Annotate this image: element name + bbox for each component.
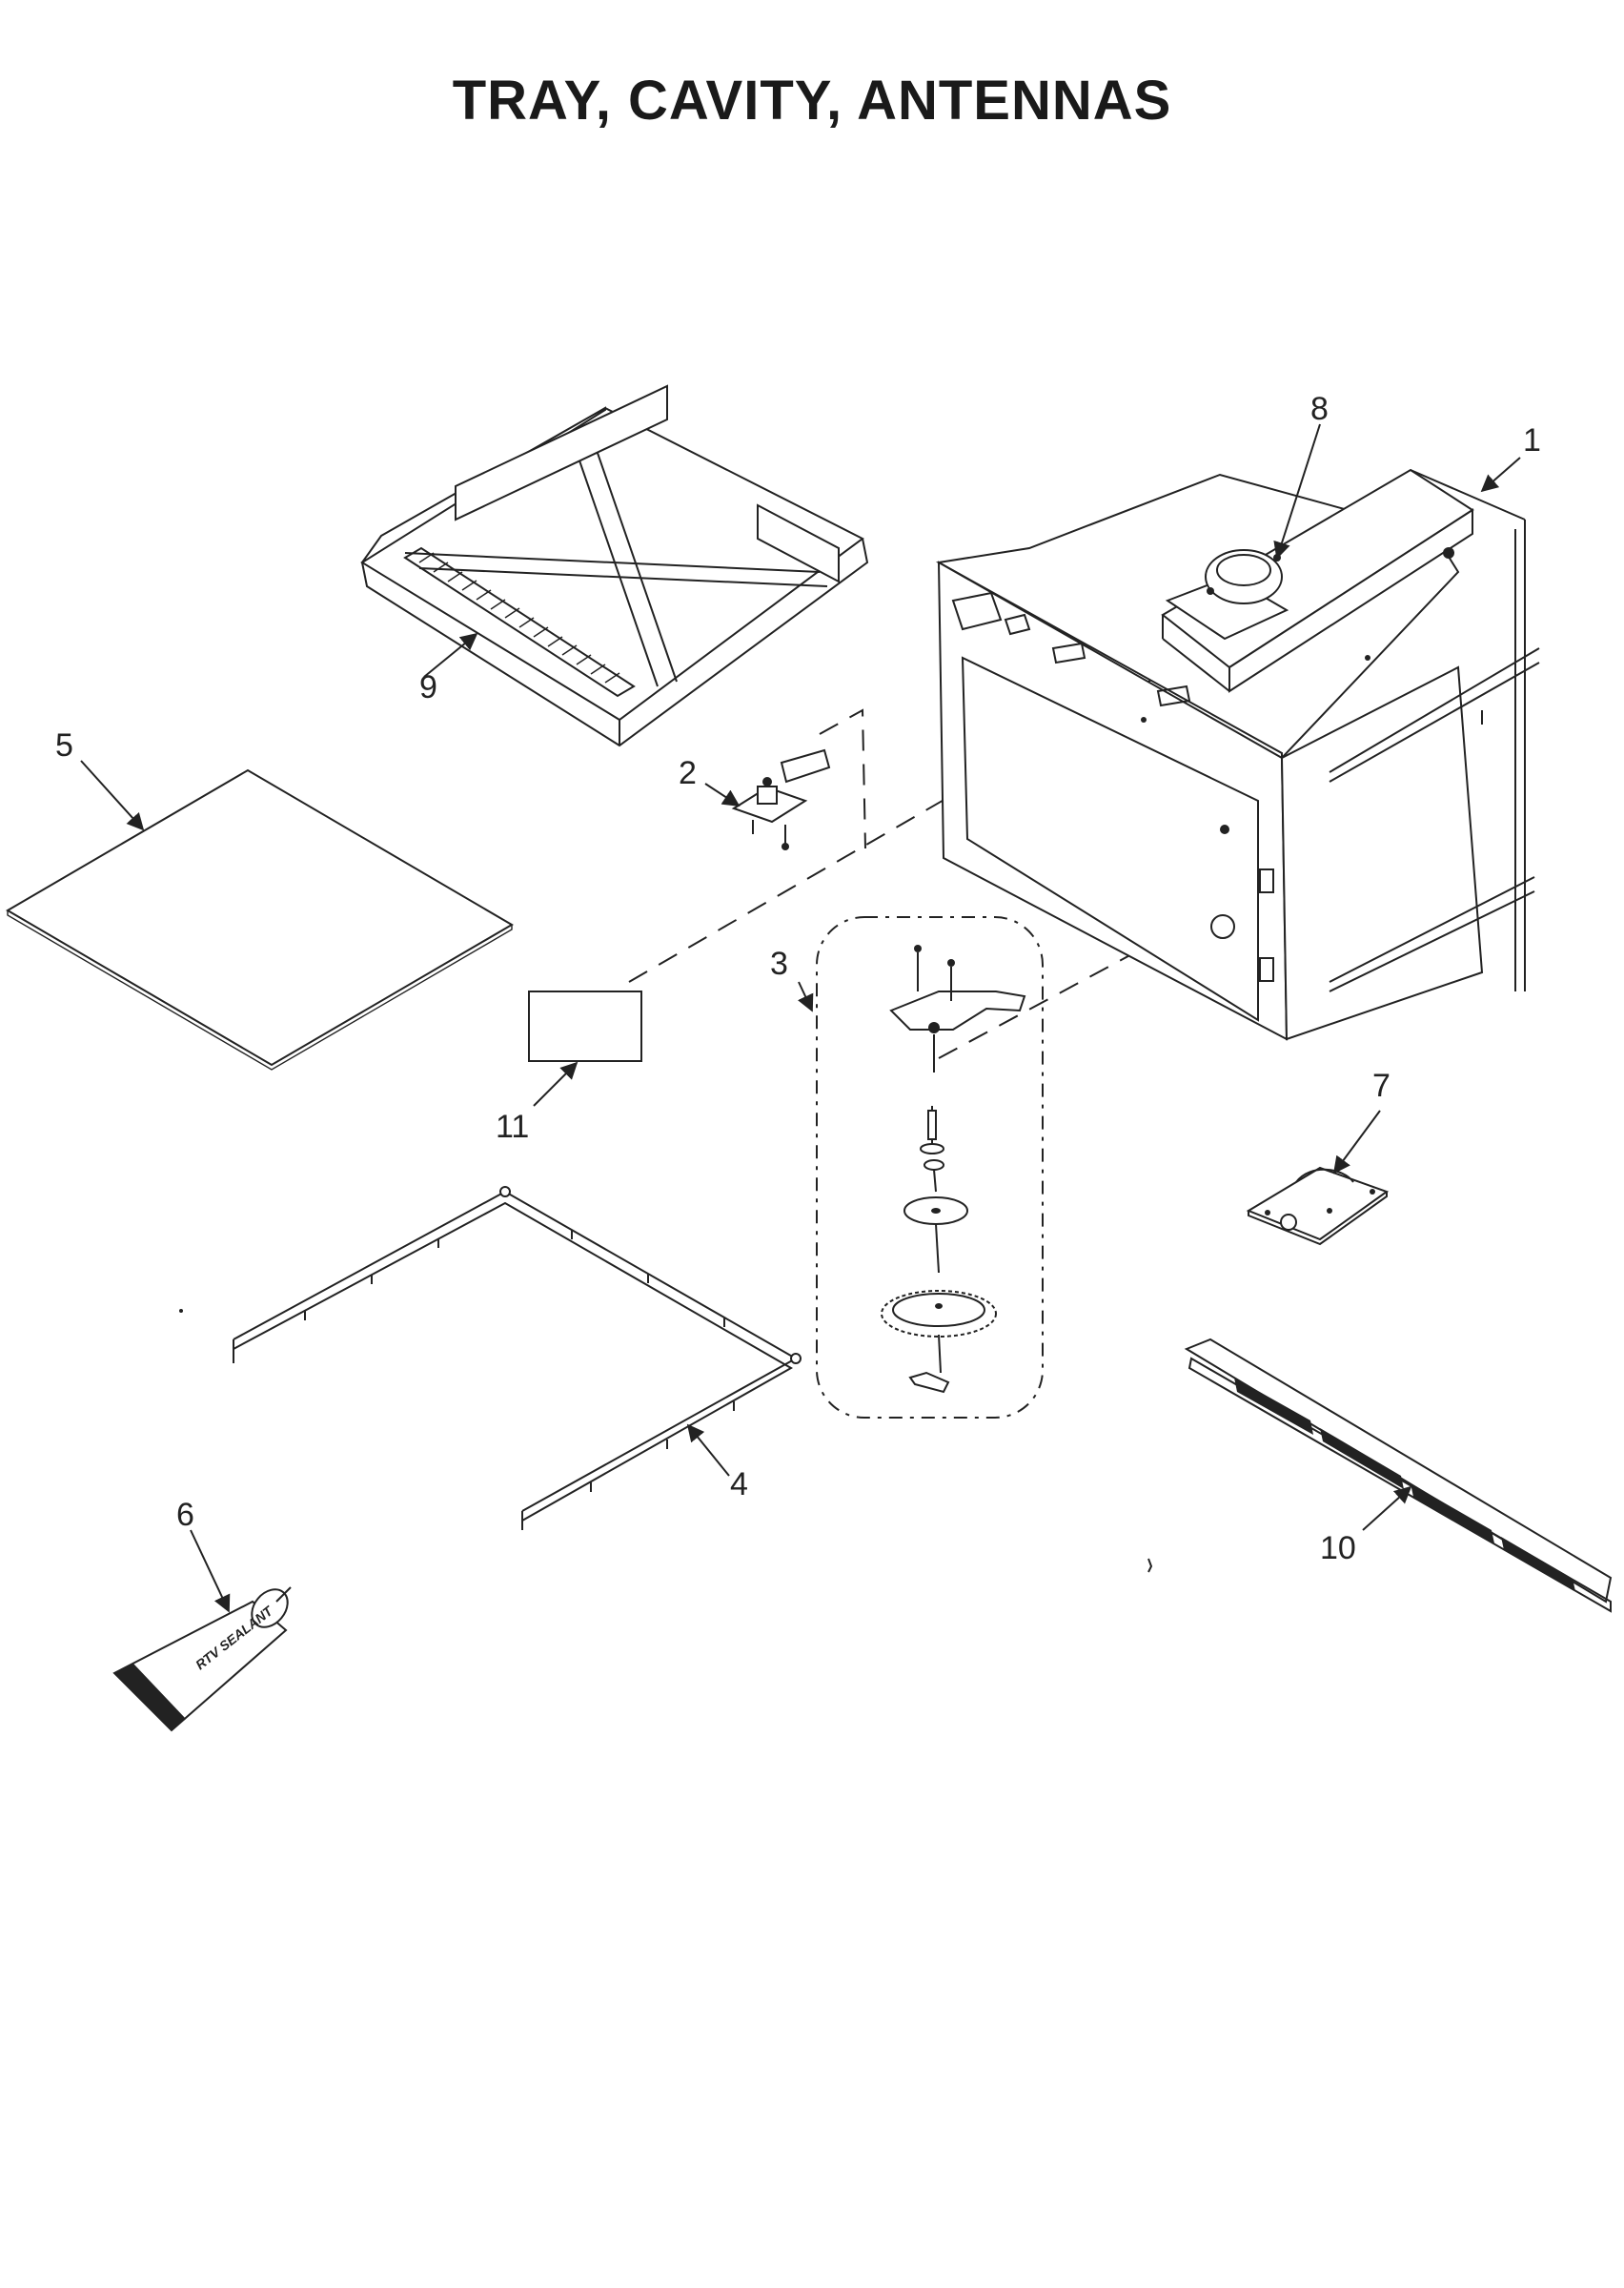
callout-9: 9 (419, 669, 437, 705)
callout-2: 2 (679, 755, 697, 791)
part-5-glass-panel[interactable] (6, 768, 514, 1071)
callout-8: 8 (1310, 391, 1329, 427)
part-10-vent-grille[interactable] (1184, 1338, 1613, 1613)
part-3-antenna-assembly[interactable] (881, 945, 1026, 1394)
part-7-antenna-board[interactable] (1246, 1166, 1390, 1246)
callout-5: 5 (55, 727, 73, 764)
callout-6: 6 (176, 1497, 194, 1533)
page-title: TRAY, CAVITY, ANTENNAS (452, 70, 1172, 132)
callout-7: 7 (1372, 1068, 1391, 1104)
callout-4: 4 (730, 1466, 748, 1502)
part-3-group-outline (816, 916, 1044, 1419)
callout-3: 3 (770, 946, 788, 982)
part-4-frame[interactable] (233, 1186, 802, 1530)
part-8-magnetron[interactable] (1165, 549, 1289, 641)
part-6-sealant-tube[interactable]: RTV SEALANT (112, 1583, 294, 1732)
part-9-tray[interactable] (360, 384, 869, 747)
part-2-antenna-bracket[interactable] (731, 748, 831, 850)
callout-10: 10 (1320, 1530, 1356, 1566)
callout-1: 1 (1523, 422, 1541, 459)
part-1-oven-cavity[interactable] (935, 468, 1540, 1041)
callout-11: 11 (496, 1109, 529, 1145)
part-11-label[interactable] (528, 991, 642, 1062)
